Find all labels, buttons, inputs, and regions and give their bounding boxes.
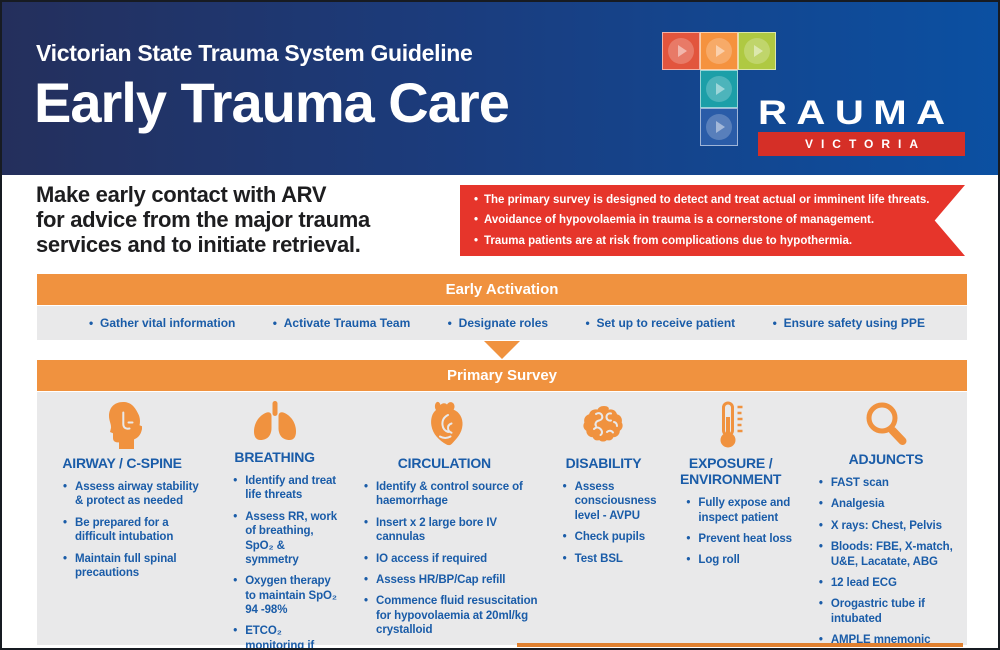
intro-section: Make early contact with ARV for advice f… <box>2 175 998 271</box>
activation-item: Set up to receive patient <box>585 316 735 330</box>
survey-item: Assess HR/BP/Cap refill <box>364 573 543 588</box>
key-point: Trauma patients are at risk from complic… <box>472 231 929 251</box>
column-heading: CIRCULATION <box>397 455 491 471</box>
column-item-list: Fully expose and inspect patient Prevent… <box>660 496 800 575</box>
logo-wordmark: RAUMA <box>758 94 955 132</box>
heart-icon <box>342 400 547 450</box>
lead-line: for advice from the major trauma <box>36 206 370 232</box>
lead-text: Make early contact with ARV for advice f… <box>36 182 370 258</box>
survey-item: 12 lead ECG <box>819 576 967 591</box>
survey-item: Identify & control source of haemorrhage <box>364 480 543 509</box>
play-icon <box>706 76 732 102</box>
column-item-list: Identify and treat life threats Assess R… <box>207 474 342 648</box>
page-title: Early Trauma Care <box>34 71 510 134</box>
column-adjuncts: ADJUNCTS FAST scan Analgesia X rays: Che… <box>801 400 971 648</box>
column-airway-cspine: AIRWAY / C-SPINE Assess airway stability… <box>37 400 207 645</box>
survey-item: Insert x 2 large bore IV cannulas <box>364 516 543 545</box>
survey-item: Fully expose and inspect patient <box>686 496 796 525</box>
survey-item: Log roll <box>686 553 796 568</box>
header: Victorian State Trauma System Guideline … <box>2 2 998 175</box>
play-icon <box>706 38 732 64</box>
head-airway-icon <box>37 400 207 450</box>
lead-line: services and to initiate retrieval. <box>36 231 361 257</box>
activation-item: Gather vital information <box>89 316 235 330</box>
column-heading: ADJUNCTS <box>848 451 924 467</box>
trauma-victoria-logo: RAUMA VICTORIA <box>662 32 967 160</box>
survey-item: Be prepared for a difficult intubation <box>63 516 203 545</box>
survey-item: Oxygen therapy to maintain SpO₂ 94 -98% <box>233 574 338 617</box>
column-item-list: FAST scan Analgesia X rays: Chest, Pelvi… <box>801 476 971 648</box>
survey-item: Commence fluid resuscitation for hypovol… <box>364 594 543 637</box>
column-disability: DISABILITY Assess consciousness level - … <box>547 400 661 645</box>
column-heading: BREATHING <box>234 449 315 465</box>
survey-item: ETCO₂ monitoring if intubated, maintan 3… <box>233 624 338 648</box>
survey-item: Test BSL <box>563 552 657 567</box>
survey-item: Assess consciousness level - AVPU <box>563 480 657 523</box>
column-item-list: Assess airway stability & protect as nee… <box>37 480 207 587</box>
logo-tile-orange <box>700 32 738 70</box>
survey-item: Assess airway stability & protect as nee… <box>63 480 203 509</box>
survey-item: X rays: Chest, Pelvis <box>819 519 967 534</box>
brain-icon <box>547 400 661 450</box>
survey-item: Bloods: FBE, X-match, U&E, Lacatate, ABG <box>819 540 967 569</box>
guideline-subtitle: Victorian State Trauma System Guideline <box>36 40 473 66</box>
column-item-list: Identify & control source of haemorrhage… <box>342 480 547 644</box>
activation-item: Activate Trauma Team <box>273 316 411 330</box>
column-breathing: BREATHING Identify and treat life threat… <box>207 400 342 648</box>
column-heading: DISABILITY <box>565 455 642 471</box>
survey-item: Orogastric tube if intubated <box>819 597 967 626</box>
logo-tile-red <box>662 32 700 70</box>
key-point: The primary survey is designed to detect… <box>472 190 929 210</box>
play-icon <box>744 38 770 64</box>
primary-survey-bar: Primary Survey <box>37 360 967 391</box>
logo-tile-green <box>738 32 776 70</box>
magnifier-icon <box>801 400 971 446</box>
survey-item: Analgesia <box>819 497 967 512</box>
logo-tile-blue <box>700 108 738 146</box>
survey-item: Identify and treat life threats <box>233 474 338 503</box>
activation-item: Ensure safety using PPE <box>773 316 925 330</box>
survey-item: Check pupils <box>563 530 657 545</box>
column-exposure-environment: EXPOSURE / ENVIRONMENT Fully expose and … <box>660 400 800 645</box>
key-point: Avoidance of hypovolaemia in trauma is a… <box>472 210 929 230</box>
survey-item: IO access if required <box>364 552 543 567</box>
primary-survey-panel: AIRWAY / C-SPINE Assess airway stability… <box>37 392 967 648</box>
logo-tile-teal <box>700 70 738 108</box>
flow-arrow-down-icon <box>484 341 520 359</box>
survey-item: Maintain full spinal precautions <box>63 552 203 581</box>
thermometer-icon <box>660 400 800 450</box>
play-icon <box>706 114 732 140</box>
next-section-edge <box>517 643 963 647</box>
early-activation-items: Gather vital information Activate Trauma… <box>37 306 967 340</box>
key-points-ribbon: The primary survey is designed to detect… <box>460 185 965 256</box>
lead-line: Make early contact with ARV <box>36 182 327 207</box>
column-item-list: Assess consciousness level - AVPU Check … <box>547 480 661 573</box>
logo-victoria-banner: VICTORIA <box>758 132 965 156</box>
survey-item: Assess RR, work of breathing, SpO₂ & sym… <box>233 510 338 568</box>
activation-item: Designate roles <box>448 316 548 330</box>
survey-item: FAST scan <box>819 476 967 491</box>
survey-item: Prevent heat loss <box>686 532 796 547</box>
column-heading: EXPOSURE / ENVIRONMENT <box>680 455 782 488</box>
column-circulation: CIRCULATION Identify & control source of… <box>342 400 547 645</box>
lungs-icon <box>207 400 342 444</box>
play-icon <box>668 38 694 64</box>
early-activation-bar: Early Activation <box>37 274 967 305</box>
column-heading: AIRWAY / C-SPINE <box>62 455 182 471</box>
